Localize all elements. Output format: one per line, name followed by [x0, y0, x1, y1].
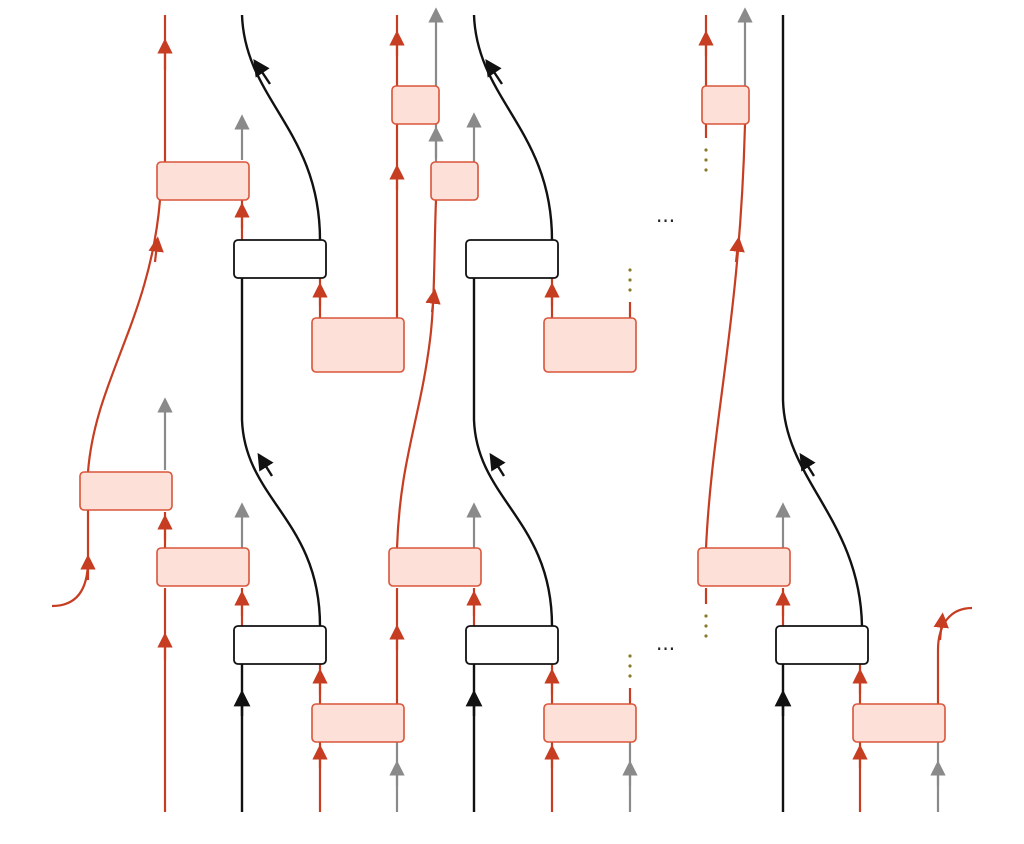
white-gate-box [233, 625, 327, 665]
vertical-ellipsis [628, 654, 632, 678]
red-wire [395, 199, 438, 549]
red-gate-box [852, 703, 946, 743]
red-arrow [933, 612, 949, 641]
black-arrow [253, 59, 271, 85]
red-arrow [729, 236, 745, 263]
gate-boxes [79, 85, 946, 743]
red-gate-box [543, 317, 637, 373]
white-gate-box [465, 239, 559, 279]
vertical-ellipsis [704, 614, 708, 638]
ellipsis-horizontal: ... [656, 203, 675, 227]
white-gate-box [233, 239, 327, 279]
red-gate-box [156, 547, 250, 587]
black-wire [472, 278, 554, 627]
black-arrow [799, 452, 816, 477]
red-gate-box [156, 161, 250, 201]
black-wire [240, 14, 322, 241]
ellipsis-horizontal: ... [656, 631, 675, 655]
red-gate-box [701, 85, 750, 125]
red-gate-box [79, 471, 173, 511]
ellipses: ... ... [628, 148, 708, 678]
white-gate-box [465, 625, 559, 665]
black-arrow [485, 59, 503, 85]
red-wire [704, 123, 747, 549]
black-arrow [489, 452, 506, 477]
red-arrow [148, 236, 164, 263]
vertical-ellipsis [628, 268, 632, 292]
vertical-ellipsis [704, 148, 708, 172]
wires [51, 7, 973, 812]
red-gate-box [697, 547, 791, 587]
white-gate-box [775, 625, 869, 665]
red-wire [51, 508, 90, 608]
black-wire [781, 15, 864, 627]
red-gate-box [311, 703, 405, 743]
black-arrow [257, 452, 274, 477]
red-gate-box [430, 161, 479, 201]
red-arrow [425, 288, 441, 313]
red-wire [86, 199, 162, 473]
red-gate-box [543, 703, 637, 743]
black-wire [240, 278, 322, 627]
red-wire [936, 606, 973, 704]
red-gate-box [391, 85, 440, 125]
red-gate-box [311, 317, 405, 373]
black-wire [472, 14, 554, 241]
red-gate-box [388, 547, 482, 587]
